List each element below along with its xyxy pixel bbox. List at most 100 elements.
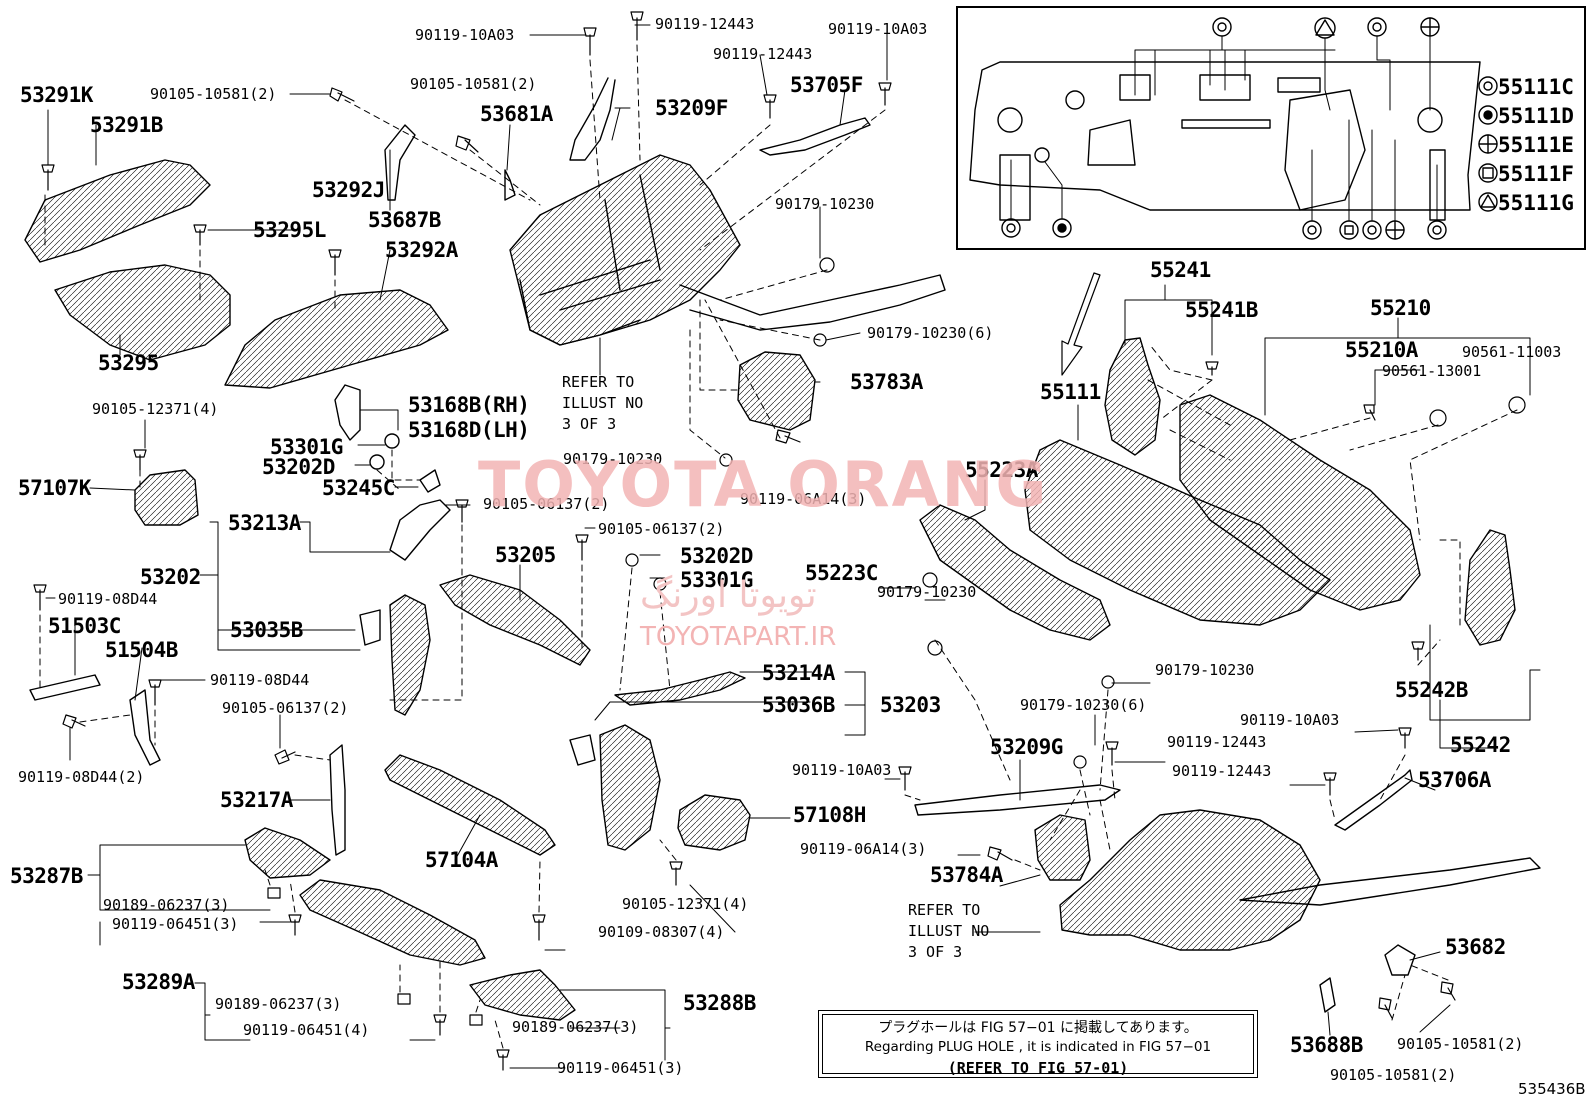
- legend-item-55111d: 55111D: [1498, 104, 1574, 128]
- note-english: Regarding PLUG HOLE , it is indicated in…: [864, 1039, 1212, 1055]
- label-57108h: 57108H: [793, 803, 866, 827]
- label-90119-06451-3-a: 90119-06451(3): [112, 915, 239, 933]
- bracket-53681a: [504, 169, 516, 201]
- legend-item-55111c: 55111C: [1498, 75, 1574, 99]
- label-53291k: 53291K: [20, 83, 93, 107]
- support-53036b: [599, 724, 661, 851]
- stopper-53301g: [384, 433, 400, 449]
- label-53214a: 53214A: [762, 661, 835, 685]
- label-55242: 55242: [1450, 733, 1511, 757]
- clip-53245c: [419, 469, 441, 493]
- cover-53287b: [244, 827, 331, 879]
- label-90179-10230-b: 90179-10230: [563, 450, 663, 468]
- label-90119-12443-b: 90119-12443: [713, 45, 813, 63]
- label-53783a: 53783A: [850, 370, 923, 394]
- refer-note-a: REFER TO ILLUST NO 3 OF 3: [562, 373, 644, 433]
- bracket-53682: [1384, 944, 1416, 976]
- label-90119-08d44-b: 90119-08D44: [210, 671, 310, 689]
- front-apron-assembly-lower: [1059, 809, 1541, 951]
- label-90119-12443-a: 90119-12443: [655, 15, 755, 33]
- label-53291b: 53291B: [90, 113, 163, 137]
- label-55111: 55111: [1040, 380, 1101, 404]
- legend-item-55111f: 55111F: [1498, 162, 1574, 186]
- label-90105-10581-2-a: 90105-10581(2): [150, 85, 277, 103]
- cover-53288b: [469, 969, 576, 1021]
- label-53705f: 53705F: [790, 73, 863, 97]
- brace-53706a: [1334, 769, 1413, 831]
- label-53784a: 53784A: [930, 863, 1003, 887]
- guard-51503c: [29, 674, 101, 701]
- label-53687b: 53687B: [368, 208, 441, 232]
- bracket-57107k: [134, 469, 199, 526]
- label-90179-10230-6-a: 90179-10230(6): [867, 324, 994, 342]
- label-55241: 55241: [1150, 258, 1211, 282]
- label-90105-06137-2-c: 90105-06137(2): [222, 699, 349, 717]
- label-90561-11003: 90561-11003: [1462, 343, 1562, 361]
- bracket-53217a: [329, 744, 346, 856]
- label-53202d-b: 53202D: [680, 544, 753, 568]
- insulator-55210: [1179, 394, 1421, 611]
- label-90119-06451-3-b: 90119-06451(3): [557, 1059, 684, 1077]
- label-55210a: 55210A: [1345, 338, 1418, 362]
- label-53168d-lh: 53168D(LH): [408, 418, 530, 442]
- bracket-53688b: [1319, 977, 1336, 1013]
- label-53295l: 53295L: [253, 218, 326, 242]
- under-cover-53291b: [24, 159, 211, 263]
- watermark-site: TOYOTAPART.IR: [640, 622, 837, 652]
- label-90105-10581-2-c: 90105-10581(2): [1397, 1035, 1524, 1053]
- label-90119-10a03-c: 90119-10A03: [1240, 711, 1340, 729]
- label-90119-06a14-3-a: 90119-06A14(3): [740, 490, 867, 508]
- label-90119-12443-c: 90119-12443: [1167, 733, 1267, 751]
- watermark-text: TOYOTA ORANG: [478, 448, 1049, 521]
- legend-symbols: [1478, 76, 1498, 212]
- label-90119-10a03-b: 90119-10A03: [828, 20, 928, 38]
- cover-53784a: [1034, 814, 1091, 881]
- label-55223c: 55223C: [805, 561, 878, 585]
- cover-53289a: [299, 879, 486, 966]
- bracket-57108h: [677, 794, 751, 851]
- under-cover-53295: [54, 264, 231, 361]
- label-90119-10a03-d: 90119-10A03: [792, 761, 892, 779]
- label-53213a: 53213A: [228, 511, 301, 535]
- label-53245c: 53245C: [322, 476, 395, 500]
- solid-leaders: [45, 24, 1541, 1069]
- label-53681a: 53681A: [480, 102, 553, 126]
- label-90105-10581-2-b: 90105-10581(2): [410, 75, 537, 93]
- label-90119-08d44-2: 90119-08D44(2): [18, 768, 145, 786]
- dash-panel-55111: [1024, 439, 1331, 626]
- label-51504b: 51504B: [105, 638, 178, 662]
- front-apron-assembly-upper: [509, 154, 946, 346]
- label-90109-08307-4: 90109-08307(4): [598, 923, 725, 941]
- label-90105-10581-2-d: 90105-10581(2): [1330, 1066, 1457, 1084]
- panel-53783a: [737, 351, 816, 431]
- refer-note-b: REFER TO ILLUST NO 3 OF 3: [908, 901, 990, 961]
- label-90119-08d44-a: 90119-08D44: [58, 590, 158, 608]
- label-90561-13001: 90561-13001: [1382, 362, 1482, 380]
- label-53288b: 53288B: [683, 991, 756, 1015]
- label-53289a: 53289A: [122, 970, 195, 994]
- bracket-53168b: [334, 384, 361, 441]
- label-53202d-a: 53202D: [262, 455, 335, 479]
- label-90119-10a03-a: 90119-10A03: [415, 26, 515, 44]
- panel-55241: [1104, 337, 1161, 456]
- label-53301g-a: 53301G: [270, 435, 343, 459]
- label-53209g: 53209G: [990, 735, 1063, 759]
- figure-number: 535436B: [1518, 1080, 1586, 1098]
- label-53295: 53295: [98, 351, 159, 375]
- label-51503c: 51503C: [48, 614, 121, 638]
- plug-hole-note: プラグホールは FIG 57−01 に掲載してあります。 Regarding P…: [818, 1010, 1258, 1078]
- cushion-53202d: [369, 454, 385, 470]
- note-reference: (REFER TO FIG 57-01): [947, 1059, 1129, 1077]
- legend-item-55111e: 55111E: [1498, 133, 1574, 157]
- label-53287b: 53287B: [10, 864, 83, 888]
- label-53292j: 53292J: [312, 178, 385, 202]
- label-53036b: 53036B: [762, 693, 835, 717]
- member-53205: [439, 574, 591, 666]
- panel-55242: [1464, 529, 1516, 646]
- brace-53705f: [759, 117, 871, 156]
- label-53202: 53202: [140, 565, 201, 589]
- label-90189-06237-3-a: 90189-06237(3): [103, 896, 230, 914]
- label-55242b: 55242B: [1395, 678, 1468, 702]
- dashed-leaders: [39, 44, 1518, 1049]
